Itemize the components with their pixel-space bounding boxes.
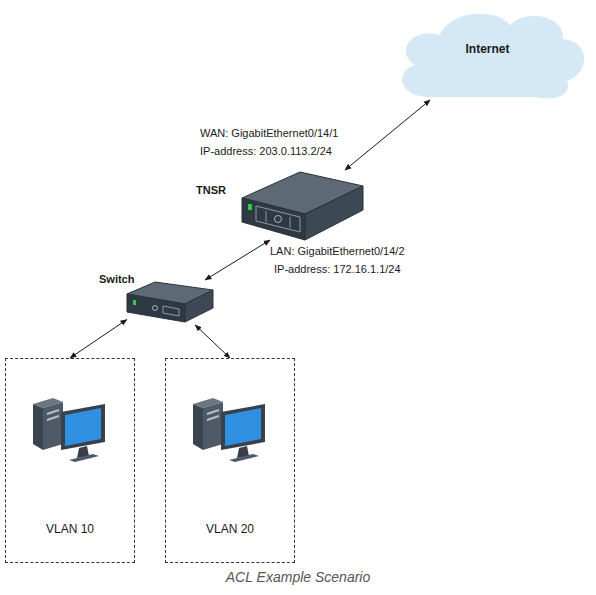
link-arrow — [205, 240, 270, 280]
switch-led — [133, 300, 136, 305]
server-button — [275, 216, 282, 223]
router-node: TNSR — [240, 170, 365, 240]
server-slot — [290, 217, 291, 228]
server-slot — [266, 211, 267, 222]
interface-label: IP-address: 172.16.1.1/24 — [274, 263, 401, 276]
monitor-base — [229, 454, 259, 462]
switch-illustration — [127, 282, 213, 322]
tower-side — [33, 404, 43, 450]
tower-top — [193, 398, 223, 408]
tower-front — [43, 402, 63, 450]
computer-illustration — [33, 398, 105, 462]
interface-label: WAN: GigabitEthernet0/14/1 — [200, 127, 338, 140]
server-top — [242, 172, 363, 214]
switch-button — [153, 306, 158, 311]
server-panel — [256, 206, 300, 232]
server-led — [248, 204, 252, 210]
switch-panel — [163, 306, 179, 316]
switch-side — [185, 290, 213, 322]
vlan-box: VLAN 10 — [5, 358, 135, 563]
computer-illustration — [193, 398, 265, 462]
server-illustration — [242, 172, 363, 240]
figure-caption: ACL Example Scenario — [0, 569, 596, 586]
link-arrow — [195, 325, 230, 358]
tower-slot — [207, 416, 219, 420]
node-label: Switch — [99, 273, 144, 286]
monitor-frame — [221, 404, 265, 450]
tower-side — [193, 404, 203, 450]
server-side — [305, 186, 363, 240]
node-label: Internet — [385, 42, 590, 56]
node-label: VLAN 20 — [166, 522, 294, 536]
monitor-screen — [65, 408, 101, 446]
monitor-screen — [225, 408, 261, 446]
monitor-stand — [237, 446, 249, 458]
vlan-box: VLAN 20 — [165, 358, 295, 563]
monitor-base — [69, 454, 99, 462]
monitor-frame — [61, 404, 105, 450]
interface-label: LAN: GigabitEthernet0/14/2 — [270, 245, 405, 258]
tower-slot — [47, 410, 59, 414]
tower-top — [33, 398, 63, 408]
node-label: VLAN 10 — [6, 522, 134, 536]
cloud-shape — [402, 14, 584, 99]
switch-top — [127, 282, 213, 304]
link-arrow — [70, 320, 127, 358]
monitor-stand — [77, 446, 89, 458]
cloud-node: Internet — [385, 5, 590, 100]
switch-front — [127, 294, 185, 322]
server-front — [242, 198, 305, 240]
tower-front — [203, 402, 223, 450]
switch-node: Switch — [125, 280, 215, 325]
tower-slot — [47, 416, 59, 420]
interface-label: IP-address: 203.0.113.2/24 — [200, 145, 332, 158]
node-label: TNSR — [196, 184, 236, 197]
tower-slot — [207, 410, 219, 414]
link-arrow — [345, 100, 430, 170]
